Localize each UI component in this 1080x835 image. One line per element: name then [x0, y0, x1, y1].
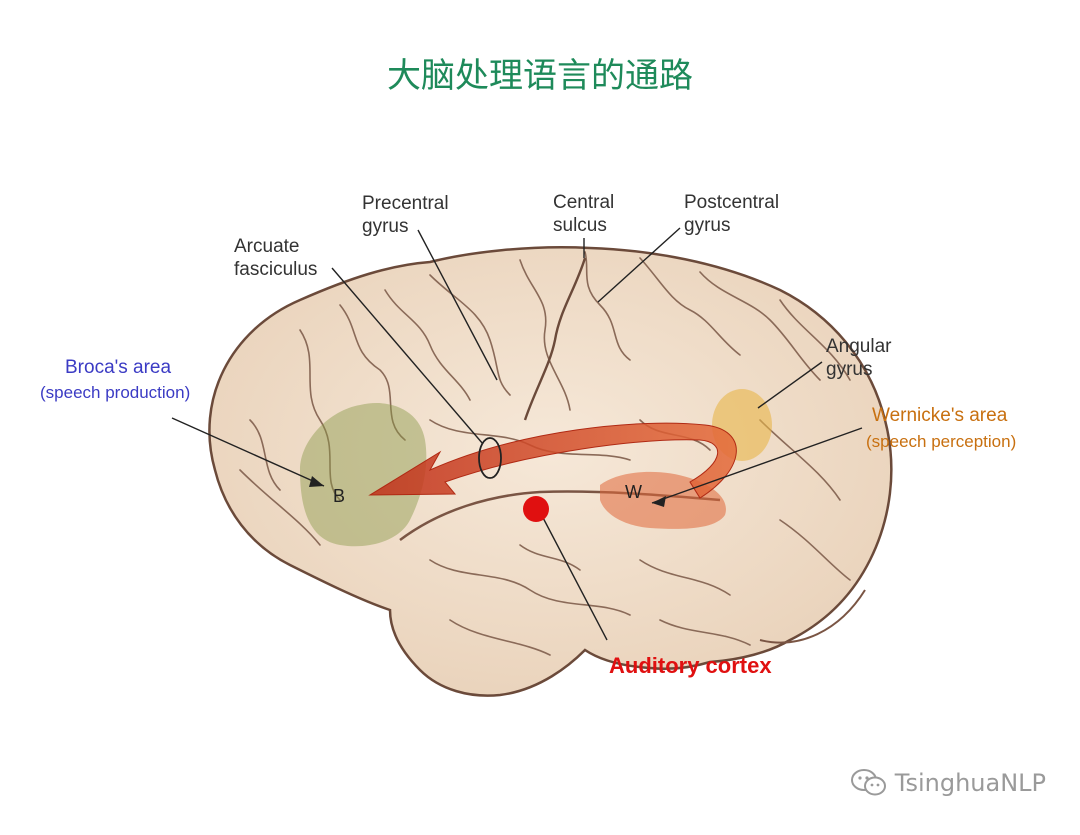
watermark: TsinghuaNLP — [851, 768, 1046, 798]
precentral-gyrus-label: Precentral gyrus — [362, 192, 449, 238]
broca-area-desc: (speech production) — [40, 381, 190, 404]
arcuate-fasciculus-label: Arcuate fasciculus — [234, 235, 317, 281]
central-sulcus-label: Central sulcus — [553, 191, 614, 237]
broca-area-label: Broca's area — [65, 356, 171, 379]
watermark-text: TsinghuaNLP — [895, 769, 1046, 797]
wechat-icon — [851, 768, 887, 798]
broca-marker: B — [333, 485, 345, 508]
wernicke-area-label: Wernicke's area — [872, 404, 1007, 427]
wernicke-area-desc: (speech perception) — [866, 430, 1016, 453]
postcentral-gyrus-label: Postcentral gyrus — [684, 191, 779, 237]
auditory-cortex-dot — [523, 496, 549, 522]
auditory-cortex-label: Auditory cortex — [609, 654, 772, 677]
angular-gyrus-label: Angular gyrus — [826, 335, 892, 381]
wernicke-marker: W — [625, 481, 642, 504]
